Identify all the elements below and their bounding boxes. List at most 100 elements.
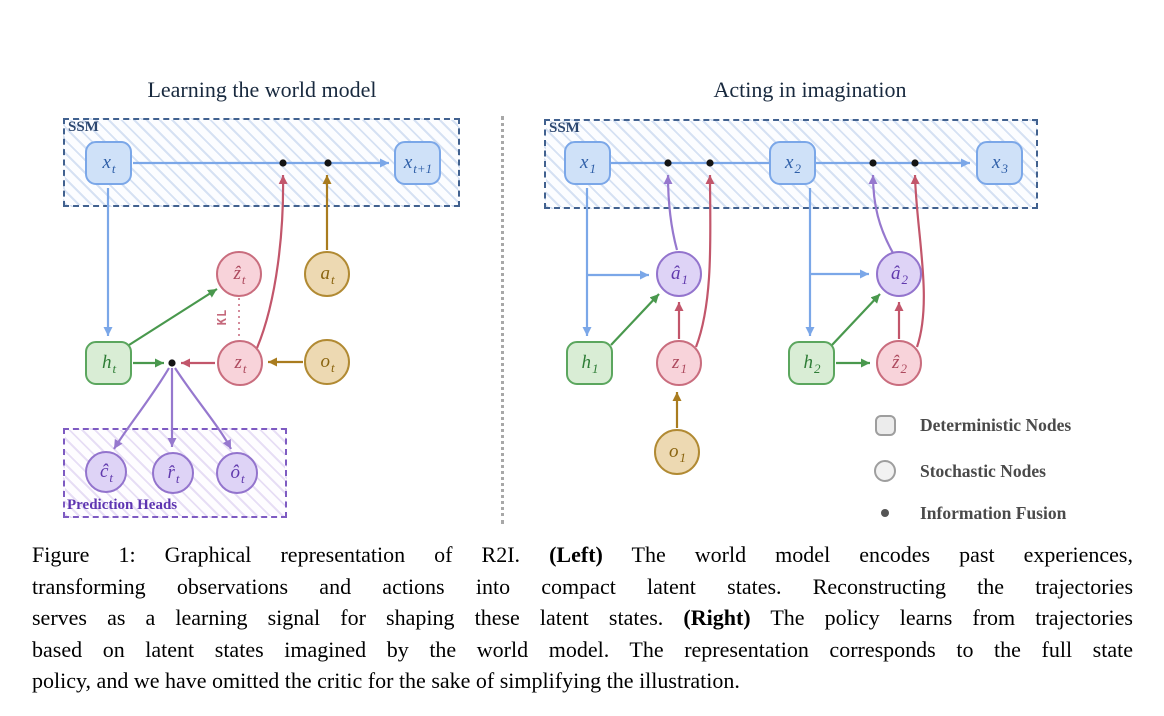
caption-bold: (Left) <box>549 542 603 567</box>
node-x-2: x2 <box>769 141 816 185</box>
node-h-1: h1 <box>566 341 613 385</box>
left-diagram-edges <box>103 158 389 450</box>
node-label: â1 <box>671 263 689 287</box>
node-label-base: x <box>992 152 1001 173</box>
caption-text: The world model encodes past experiences… <box>602 542 1133 567</box>
node-label-base: ẑ <box>233 263 241 284</box>
information-fusion-icon <box>881 509 889 517</box>
caption-text: based on latent states imagined by the w… <box>32 636 1133 662</box>
caption-text: transforming observations and actions in… <box>32 573 1133 599</box>
node-ahat-2: â2 <box>876 251 922 297</box>
node-label-base: a <box>320 263 330 284</box>
node-label: x1 <box>580 152 596 176</box>
node-label-sub: t+1 <box>413 161 433 176</box>
node-label-sub: 1 <box>681 272 689 287</box>
node-rhat-t: r̂t <box>152 452 194 494</box>
node-label-base: z <box>234 352 242 373</box>
node-label-base: ô <box>230 462 240 483</box>
legend-label: Deterministic Nodes <box>920 414 1072 435</box>
node-label-sub: t <box>112 361 117 376</box>
node-label: ẑ2 <box>892 352 907 376</box>
caption-text: Figure 1: Graphical representation of R2… <box>32 542 550 567</box>
node-label-sub: 1 <box>589 161 596 176</box>
node-label-sub: t <box>330 360 335 375</box>
right-ssm-label: SSM <box>549 120 580 136</box>
node-label-base: ĉ <box>99 461 109 482</box>
node-label-sub: 2 <box>794 161 801 176</box>
node-label: â2 <box>891 263 908 287</box>
node-label-sub: t <box>109 470 114 485</box>
legend-icon-cell <box>872 509 898 517</box>
node-label-base: â <box>891 263 901 284</box>
stochastic-node-icon <box>874 460 896 482</box>
node-label: xt+1 <box>403 152 433 176</box>
node-label-sub: t <box>240 471 245 486</box>
caption-bold: (Right) <box>683 605 751 630</box>
node-label: at <box>320 263 335 287</box>
node-label: ẑt <box>233 263 246 287</box>
node-x-1: x1 <box>564 141 611 185</box>
node-label: h2 <box>804 352 821 376</box>
node-label-base: o <box>669 441 679 462</box>
node-ahat-1: â1 <box>656 251 702 297</box>
deterministic-node-icon <box>874 414 896 436</box>
caption-line: serves as a learning signal for shaping … <box>32 602 1133 634</box>
node-chat-t: ĉt <box>85 451 127 493</box>
node-zhat-2: ẑ2 <box>876 340 922 386</box>
node-label-base: x <box>785 152 794 173</box>
node-label-base: ẑ <box>892 352 900 373</box>
kl-divergence-label: KL <box>215 308 230 326</box>
legend-icon-cell <box>872 460 898 482</box>
node-o-t: ot <box>304 339 350 385</box>
node-z-t: zt <box>217 340 263 386</box>
legend-label: Stochastic Nodes <box>920 460 1046 481</box>
node-label-sub: t <box>241 272 246 287</box>
node-label-sub: t <box>111 161 116 176</box>
node-a-t: at <box>304 251 350 297</box>
caption-line: transforming observations and actions in… <box>32 571 1133 603</box>
node-label-base: r̂ <box>167 462 175 483</box>
left-ssm-label: SSM <box>68 119 99 135</box>
caption-text: policy, and we have omitted the critic f… <box>32 668 740 693</box>
node-o-1: o1 <box>654 429 700 475</box>
right-diagram-edges <box>582 158 970 428</box>
node-label: xt <box>102 152 116 176</box>
node-label-sub: t <box>330 272 335 287</box>
node-label-base: x <box>403 152 413 173</box>
node-label: z1 <box>672 352 687 376</box>
caption-line: Figure 1: Graphical representation of R2… <box>32 539 1133 571</box>
caption-line: policy, and we have omitted the critic f… <box>32 665 1133 697</box>
node-label-sub: 2 <box>814 361 821 376</box>
node-label-sub: 3 <box>1001 161 1008 176</box>
left-diagram-title: Learning the world model <box>147 77 377 102</box>
node-label-base: x <box>102 152 111 173</box>
node-label: x2 <box>785 152 801 176</box>
legend-icon-cell <box>872 414 898 436</box>
node-z-1: z1 <box>656 340 702 386</box>
node-label-sub: t <box>242 361 247 376</box>
node-label: o1 <box>669 441 686 465</box>
node-label: ot <box>320 351 335 375</box>
caption-text: serves as a learning signal for shaping … <box>32 605 684 630</box>
node-label-sub: 1 <box>592 361 599 376</box>
diagram-divider <box>501 116 504 524</box>
node-label: ôt <box>230 462 245 486</box>
legend-item-stochastic: Stochastic Nodes <box>872 458 1046 484</box>
prediction-heads-label: Prediction Heads <box>67 497 178 513</box>
node-label-base: h <box>101 352 112 373</box>
node-label-sub: t <box>175 471 180 486</box>
node-x-3: x3 <box>976 141 1023 185</box>
node-label: x3 <box>992 152 1008 176</box>
node-label-base: z <box>672 352 680 373</box>
caption-text: The policy learns from trajectories <box>750 605 1133 630</box>
right-diagram-title: Acting in imagination <box>713 77 907 102</box>
node-label: ht <box>101 352 117 376</box>
node-ohat-t: ôt <box>216 452 258 494</box>
node-label-sub: 2 <box>900 361 907 376</box>
node-x-t1: xt+1 <box>394 141 441 185</box>
node-label: ĉt <box>99 461 114 485</box>
node-label: h1 <box>582 352 599 376</box>
legend-item-deterministic: Deterministic Nodes <box>872 412 1071 438</box>
